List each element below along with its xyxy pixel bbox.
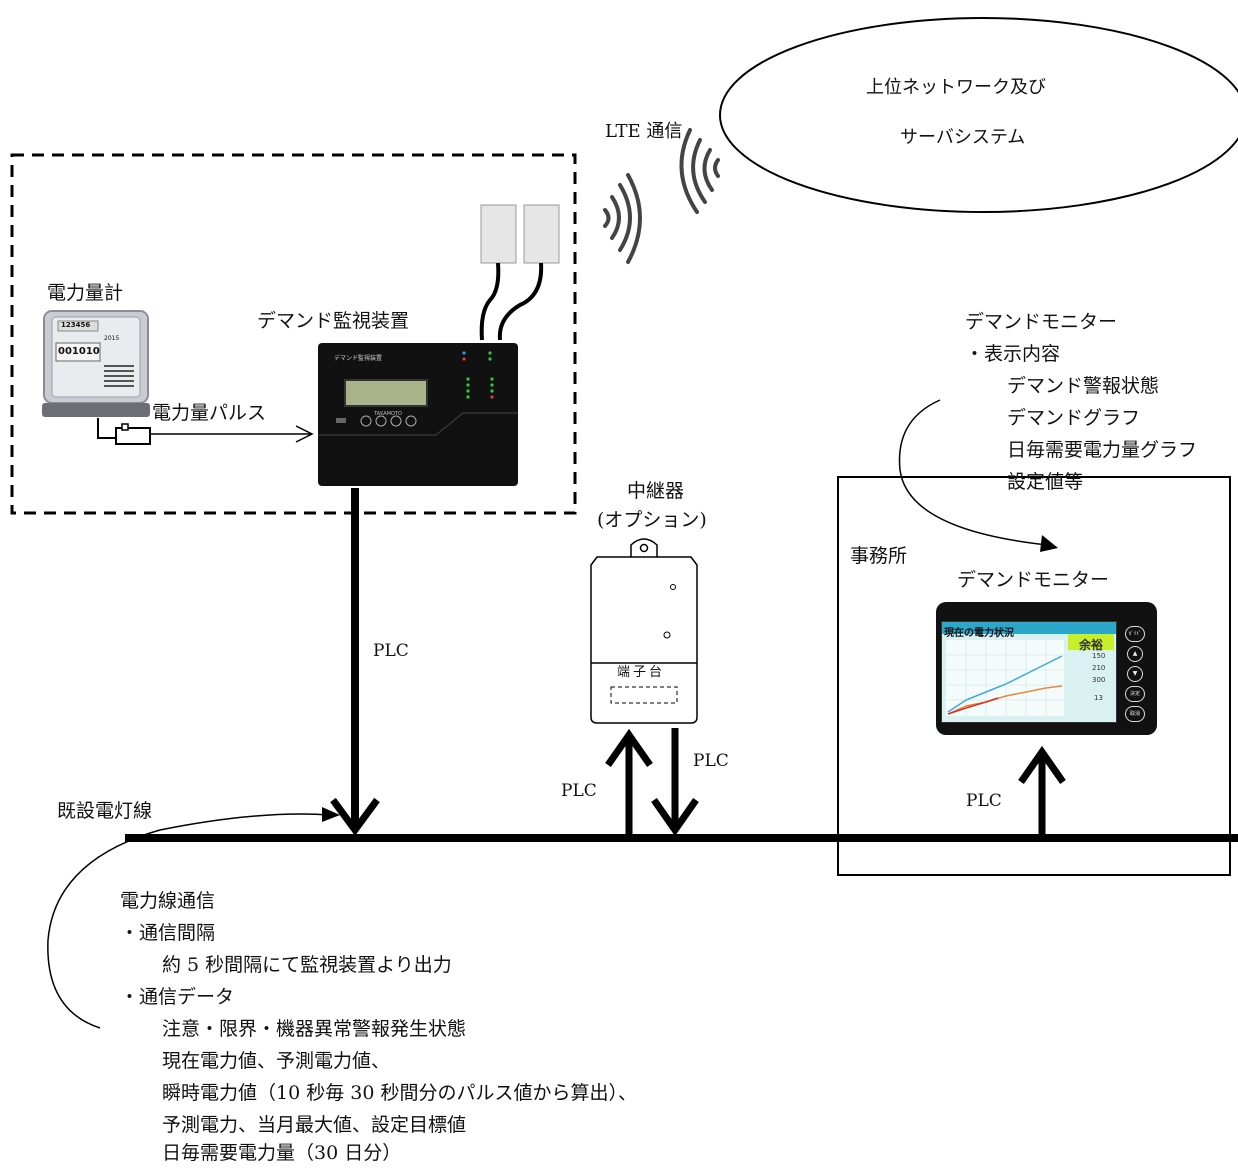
plc-label-main: PLC [373,641,409,661]
monitor-info-bullet: ・表示内容 [965,343,1061,365]
repeater-device: 端子台 [589,535,699,725]
monitor-value-3: 300 [1092,676,1106,684]
lte-label: LTE 通信 [605,121,683,142]
pulse-sensor [115,427,151,445]
lte-wave-icon-left [603,173,642,264]
plc-comm-bullet-data: ・通信データ [120,986,235,1008]
monitor-info-item-3: 日毎需要電力量グラフ [1007,439,1198,461]
network-cloud [719,17,1238,213]
antenna-left [479,204,517,341]
electricity-meter: 123456 2015 001010 [42,309,150,419]
plc-arrow-up-monitor [1018,745,1066,785]
monitor-info-title: デマンドモニター [965,311,1118,333]
repeater-subtitle: (オプション) [597,509,707,531]
plc-comm-interval-detail: 約 5 秒間隔にて監視装置より出力 [162,954,452,976]
monitor-info-item-4: 設定値等 [1007,471,1084,493]
meter-title: 電力量計 [47,282,124,304]
monitor-cancel-button[interactable]: 取消 [1125,706,1145,722]
repeater-title: 中継器 [627,480,685,502]
monitor-value-4: 13 [1094,694,1103,702]
lte-wave-icon-right [679,128,720,214]
plc-arrow-down-main [330,797,380,836]
demand-monitor-device: 現在の電力状況 余裕 150 210 300 13 [936,602,1157,735]
monitor-screen-heading: 現在の電力状況 [944,628,1014,639]
install-area-dashed-box [10,153,577,515]
plc-comm-data-line-1: 注意・限界・機器異常警報発生状態 [162,1018,467,1040]
plc-label-monitor: PLC [966,791,1002,811]
meter-display-top: 123456 [61,321,91,329]
antenna-right [497,204,560,341]
monitor-info-item-2: デマンドグラフ [1007,407,1141,429]
monitor-value-2: 210 [1092,664,1106,672]
monitor-status-badge: 余裕 [1068,634,1114,652]
monitor-down-button[interactable]: ▼ [1127,666,1143,682]
monitor-guide-button[interactable]: ｶﾞｲﾄﾞ [1125,626,1145,642]
monitor-button-column: ｶﾞｲﾄﾞ ▲ ▼ 決定 取消 [1120,626,1150,722]
plc-comm-bullet-interval: ・通信間隔 [120,922,216,944]
monitor-graph [946,640,1064,716]
plc-comm-data-line-2: 現在電力値、予測電力値、 [162,1050,391,1072]
monitor-enter-button[interactable]: 決定 [1125,686,1145,702]
monitor-callout-curve [898,399,1049,546]
pulse-cable [97,418,116,439]
network-label-line2: サーバシステム [900,127,1026,148]
monitor-value-1: 150 [1092,652,1106,660]
terminal-block-label: 端子台 [617,665,666,680]
monitor-status-text: 余裕 [1078,638,1103,652]
device-brand: TAKAMOTO [374,411,402,417]
device-lcd [344,379,428,407]
demand-device-title: デマンド監視装置 [257,310,410,332]
meter-display-value: 001010 [58,346,100,357]
monitor-title: デマンドモニター [957,569,1110,591]
plc-comm-data-line-3: 瞬時電力値（10 秒毎 30 秒間分のパルス値から算出）、 [162,1082,637,1104]
office-label: 事務所 [850,545,908,567]
pulse-label: 電力量パルス [152,402,267,424]
plc-label-repeater-right: PLC [693,751,729,771]
demand-monitoring-device: デマンド監視装置 TAKAMOTO [318,343,518,486]
existing-line-label: 既設電灯線 [57,800,153,822]
network-label-line1: 上位ネットワーク及び [866,77,1046,98]
plc-label-repeater-left: PLC [561,781,597,801]
monitor-up-button[interactable]: ▲ [1127,646,1143,662]
plc-comm-title: 電力線通信 [120,890,216,912]
monitor-screen: 現在の電力状況 余裕 150 210 300 13 [941,621,1117,723]
device-panel-label: デマンド監視装置 [334,355,383,362]
office-box [837,476,1231,876]
meter-display-small: 2015 [104,335,120,342]
plc-callout-curve [47,813,331,1029]
plc-arrow-down-repeater [651,797,699,837]
plc-arrow-up-repeater [605,728,653,768]
monitor-info-item-1: デマンド警報状態 [1007,375,1160,397]
plc-comm-data-line-4: 予測電力、当月最大値、設定目標値 [162,1114,467,1136]
plc-comm-data-line-5: 日毎需要電力量（30 日分） [162,1142,402,1164]
